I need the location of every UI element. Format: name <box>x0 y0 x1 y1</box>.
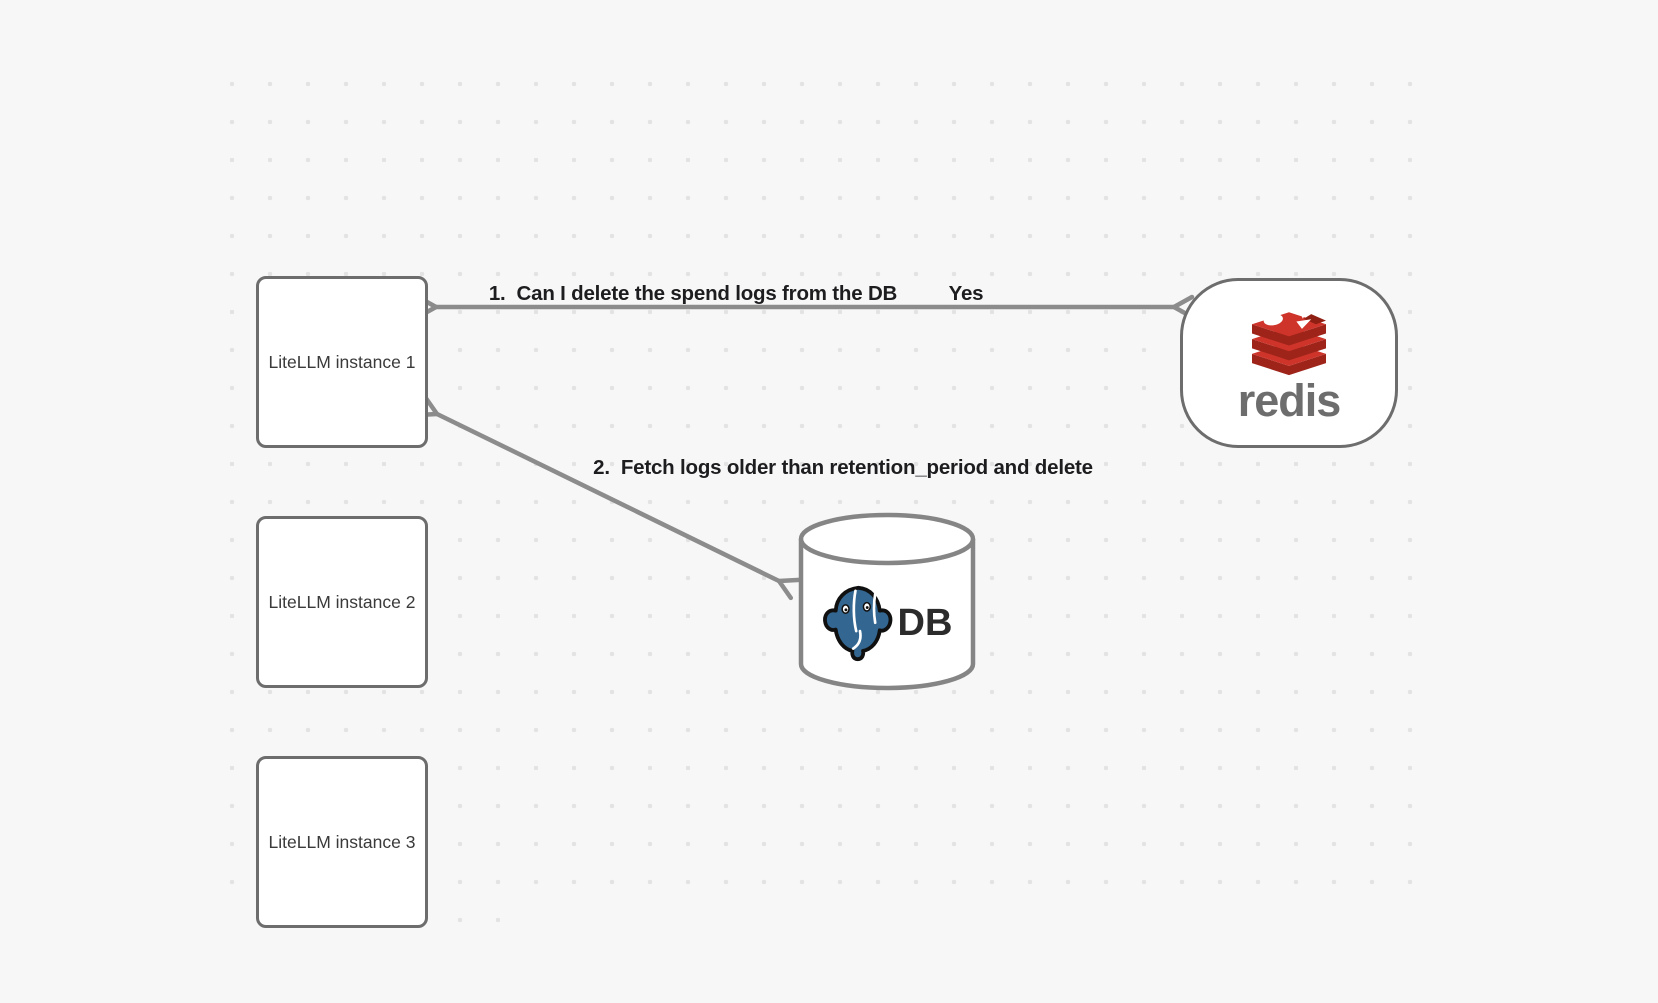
node-label: LiteLLM instance 2 <box>268 591 416 612</box>
edge-label-fetch-logs: 2. Fetch logs older than retention_perio… <box>593 456 1093 479</box>
node-label: LiteLLM instance 3 <box>268 831 416 852</box>
node-label: LiteLLM instance 1 <box>268 351 416 372</box>
arrow-instance1-db <box>414 394 802 601</box>
node-litellm-instance-1: LiteLLM instance 1 <box>256 276 428 448</box>
db-label: DB <box>897 602 953 644</box>
node-db-content: DB <box>801 576 973 671</box>
node-litellm-instance-2: LiteLLM instance 2 <box>256 516 428 688</box>
edge-label-delete-spend-logs: 1. Can I delete the spend logs from the … <box>488 282 898 305</box>
redis-logo-icon <box>1252 305 1326 376</box>
postgresql-elephant-icon <box>822 585 892 662</box>
canvas-dot-grid-patch <box>441 901 518 939</box>
node-redis: redis <box>1180 278 1398 448</box>
redis-wordmark: redis <box>1237 375 1342 426</box>
edge-label-yes: Yes <box>948 282 984 305</box>
node-litellm-instance-3: LiteLLM instance 3 <box>256 756 428 928</box>
